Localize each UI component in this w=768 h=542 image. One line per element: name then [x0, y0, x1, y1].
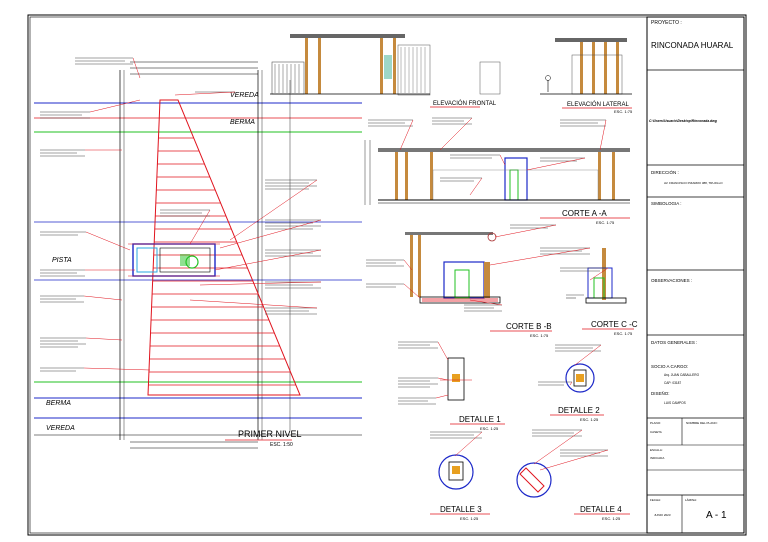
detalle1-title: DETALLE 1: [459, 415, 501, 424]
elev-frontal-title: ELEVACIÓN FRONTAL: [433, 100, 497, 107]
escala-value: INDICADA: [650, 456, 664, 460]
direccion-label: DIRECCIÓN :: [651, 169, 679, 175]
plano-label: PLANO:: [650, 421, 661, 425]
detalle1-scale: ESC. 1:25: [480, 426, 499, 431]
elevation-frontal: ELEVACIÓN FRONTAL: [270, 34, 497, 108]
detalle3-scale: ESC. 1:25: [460, 516, 479, 521]
plan-annotations: [40, 57, 322, 372]
fecha-label: FECHA:: [650, 498, 661, 502]
section-b: CORTE B -B ESC. 1:75: [405, 232, 552, 338]
title-block: PROYECTO : RINCONADA HUARAL C:\Users\Usu…: [646, 16, 745, 534]
label-berma-top: BERMA: [230, 119, 255, 126]
sheet-number: A - 1: [706, 510, 727, 521]
nombre-label: NOMBRE DEL PLANO:: [686, 421, 718, 425]
ramp-hatch: [148, 137, 296, 386]
detail-4: DETALLE 4 ESC. 1:25: [516, 462, 630, 521]
socio-label: SOCIO A CARGO:: [651, 364, 688, 369]
diseno-label: DISEÑO:: [651, 390, 670, 396]
detail-2: DETALLE 2 ESC. 1:25: [550, 363, 604, 422]
socio-cap: CAP: 03187: [664, 381, 681, 385]
proyecto-label: PROYECTO :: [651, 20, 682, 26]
detail-1: DETALLE 1 ESC. 1:25: [440, 357, 505, 431]
label-vereda-top: VEREDA: [230, 92, 259, 99]
detalle2-title: DETALLE 2: [558, 406, 600, 415]
corte-a-scale: ESC. 1:75: [596, 220, 615, 225]
diseno-name: LUIS CAMPOS: [664, 401, 686, 405]
elev-lateral-title: ELEVACIÓN LATERAL: [567, 101, 629, 108]
corte-c-title: CORTE C -C: [591, 320, 638, 329]
detalle4-scale: ESC. 1:25: [602, 516, 621, 521]
kiosk-plan: [132, 243, 216, 277]
label-pista: PISTA: [52, 257, 72, 264]
label-berma-bottom: BERMA: [46, 400, 71, 407]
proyecto-name: RINCONADA HUARAL: [651, 41, 734, 50]
datos-label: DATOS GENERALES :: [651, 340, 697, 345]
section-annotations: [366, 117, 609, 471]
plan-title: PRIMER NIVEL: [238, 429, 302, 439]
elev-lateral-scale: ESC. 1:75: [614, 109, 633, 114]
plan-scale: ESC. 1:50: [270, 442, 293, 448]
plano-value: CASETA: [650, 430, 662, 434]
detalle3-title: DETALLE 3: [440, 505, 482, 514]
corte-a-title: CORTE A -A: [562, 209, 607, 218]
section-c: CORTE C -C ESC. 1:75: [582, 248, 638, 336]
elevation-lateral: ELEVACIÓN LATERAL ESC. 1:75: [479, 38, 633, 114]
path-text: C:\Users\Usuario\Desktop\Rinconada.dwg: [649, 119, 718, 123]
simbologia-label: SIMBOLOGIA :: [651, 201, 682, 206]
detalle4-title: DETALLE 4: [580, 505, 622, 514]
corte-b-scale: ESC. 1:75: [530, 333, 549, 338]
detalle2-scale: ESC. 1:25: [580, 417, 599, 422]
lamina-label: LÁMINA:: [685, 498, 697, 502]
socio-name: Arq. JUAN CABALLERO: [664, 373, 700, 377]
section-a: CORTE A -A ESC. 1:75: [364, 140, 630, 225]
outer-border: [27, 14, 747, 536]
detail-3: DETALLE 3 ESC. 1:25: [430, 454, 490, 521]
escala-label: ESCALA:: [650, 448, 663, 452]
corte-b-title: CORTE B -B: [506, 322, 552, 331]
observaciones-label: OBSERVACIONES :: [651, 278, 692, 283]
label-vereda-bottom: VEREDA: [46, 425, 75, 432]
direccion-value: AV. FRANCISCO PIZARRO 388, TRUJILLO: [664, 181, 723, 185]
corte-c-scale: ESC. 1:75: [614, 331, 633, 336]
floor-plan: VEREDA BERMA PISTA BERMA VEREDA PRIMER N…: [34, 57, 362, 449]
fecha-value: JUNIO 2023: [654, 513, 671, 517]
